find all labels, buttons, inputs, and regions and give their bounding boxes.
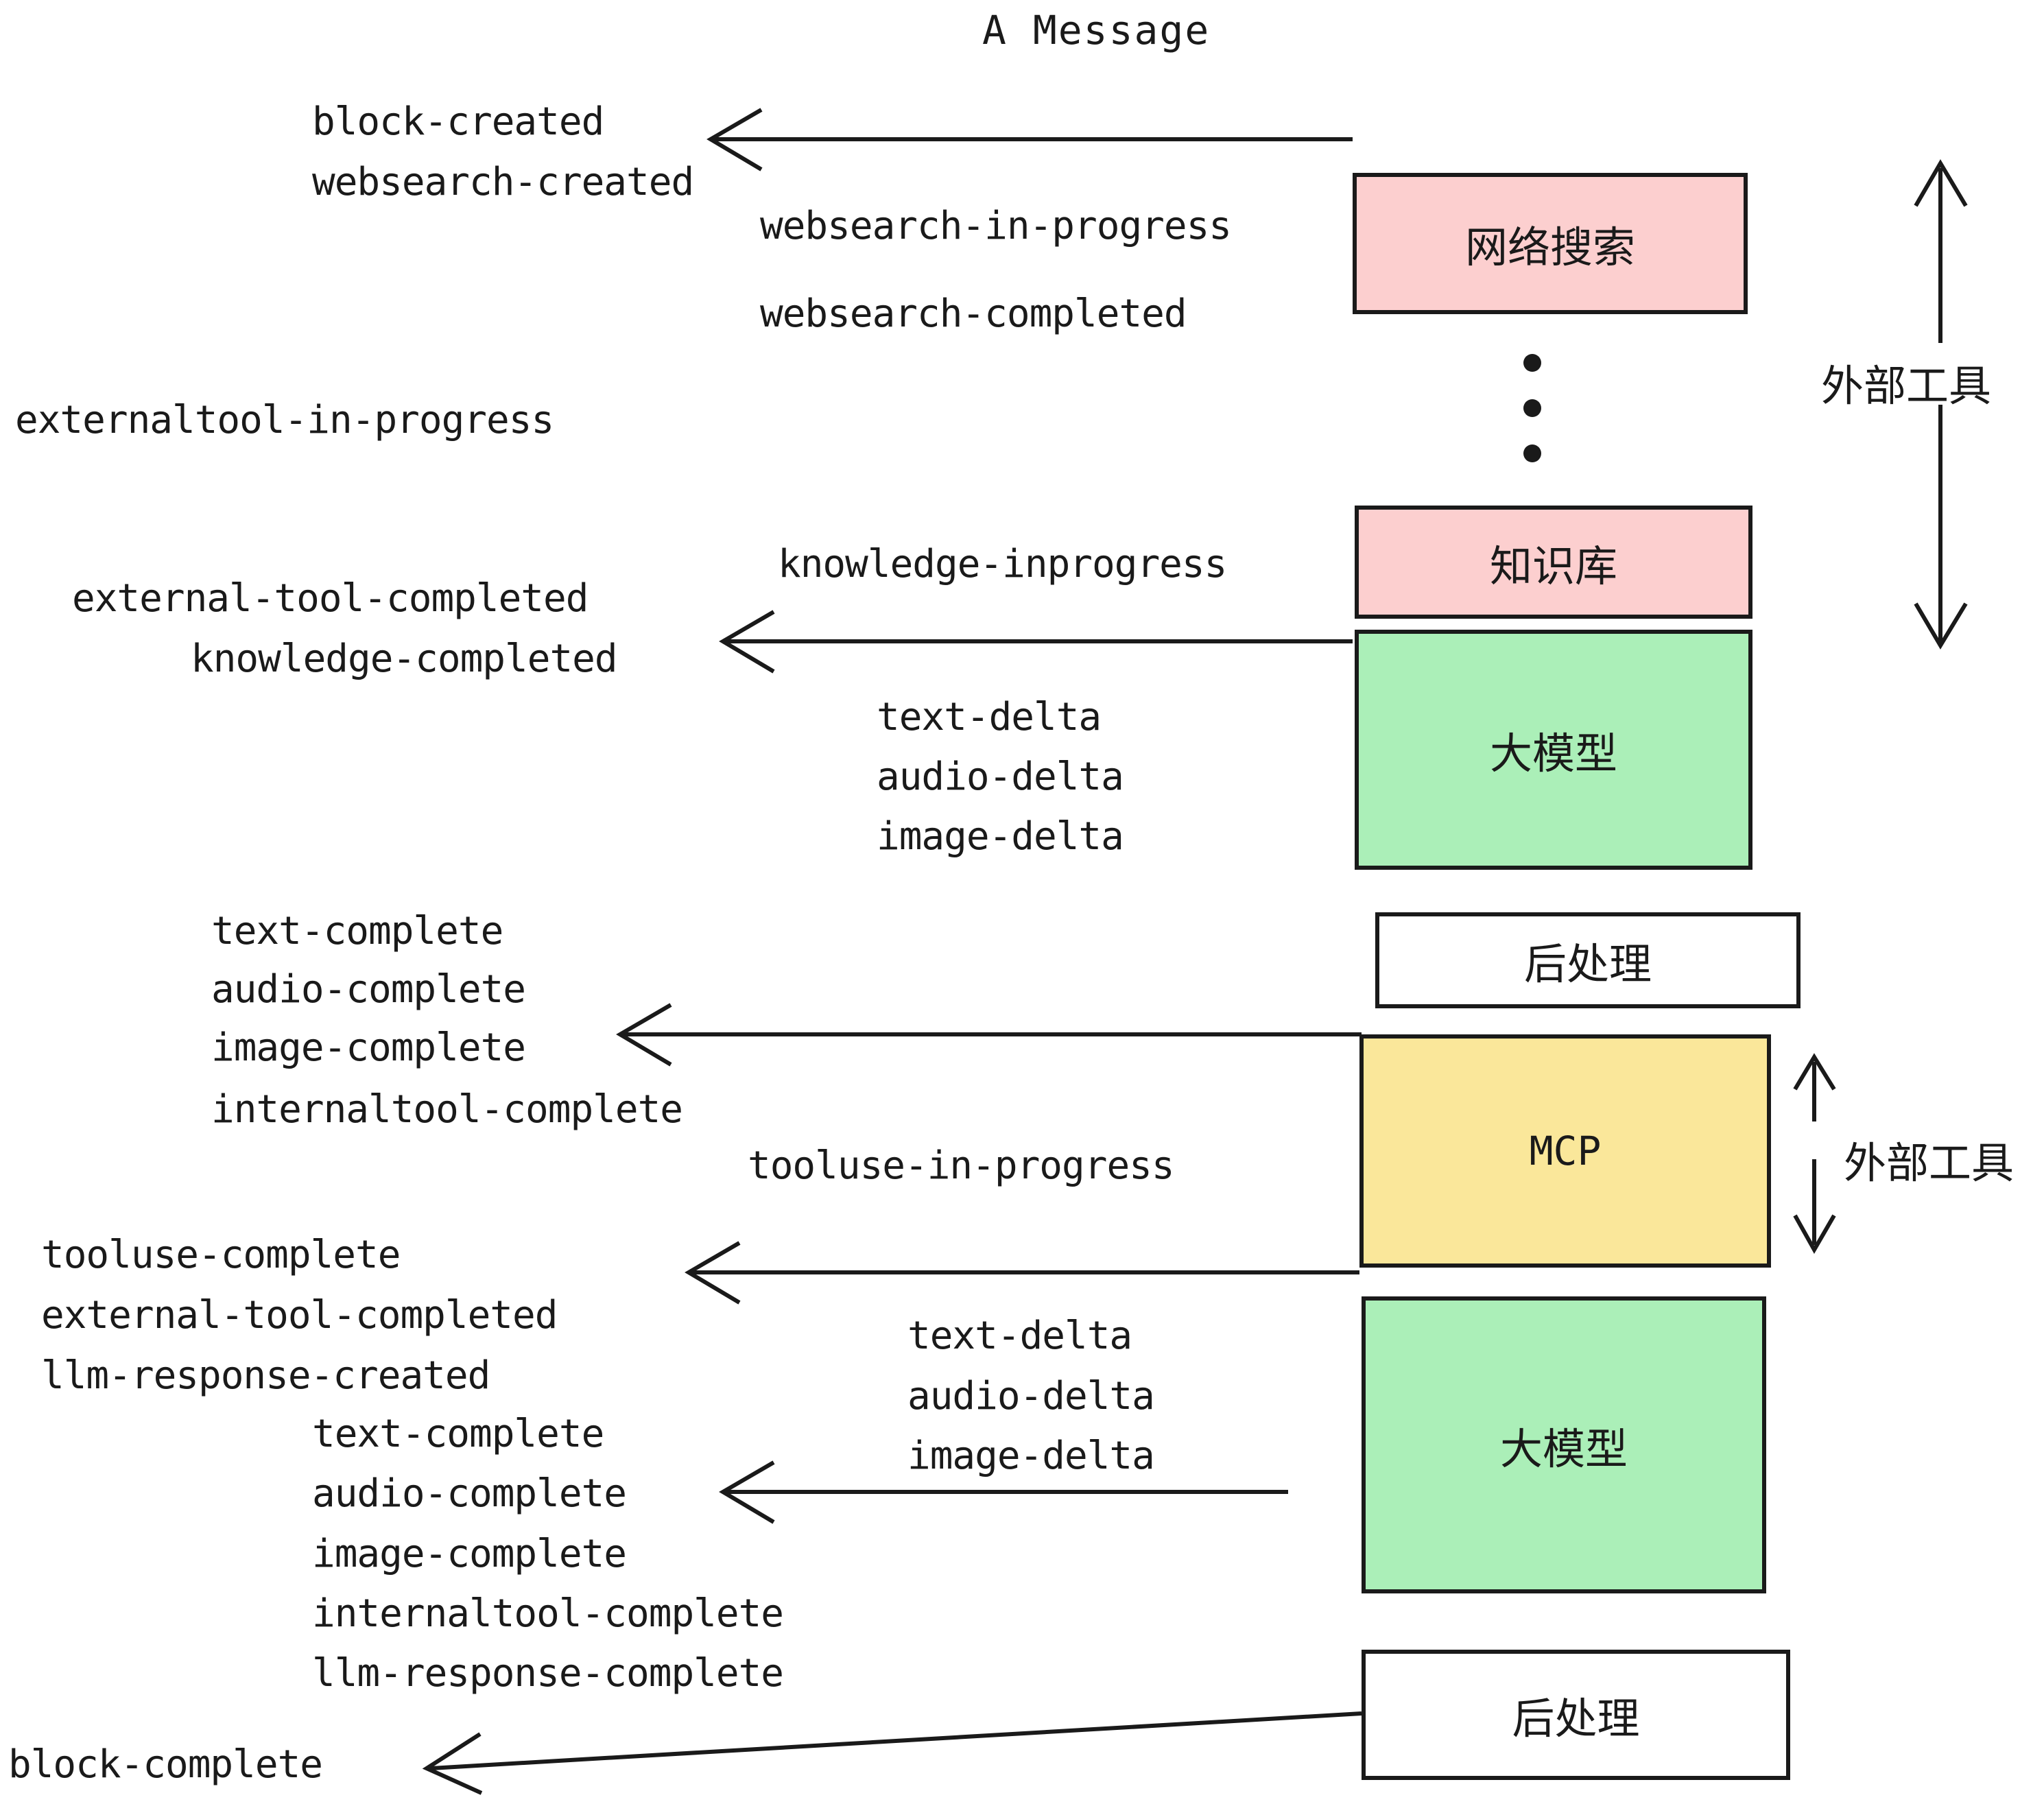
box-llm-2[interactable]: 大模型 (1362, 1296, 1766, 1593)
ellipsis-dot-3 (1523, 444, 1541, 462)
box-postprocess-2-label: 后处理 (1512, 1694, 1640, 1744)
arrow-mcp-to-tooluse-complete (685, 1241, 1359, 1305)
event-llm-response-complete: llm-response-complete (312, 1651, 784, 1696)
event-tooluse-in-progress: tooluse-in-progress (748, 1143, 1175, 1188)
event-websearch-completed: websearch-completed (760, 292, 1187, 336)
box-knowledge-label: 知识库 (1489, 541, 1617, 591)
event-externaltool-in-progress: externaltool-in-progress (15, 398, 554, 442)
box-mcp-label: MCP (1529, 1128, 1602, 1174)
event-websearch-created: websearch-created (312, 160, 694, 204)
event-external-tool-completed-2: external-tool-completed (41, 1293, 558, 1338)
box-llm-1-label: 大模型 (1489, 728, 1617, 779)
event-llm-response-created: llm-response-created (41, 1353, 490, 1398)
event-tooluse-complete: tooluse-complete (41, 1233, 401, 1277)
event-knowledge-completed: knowledge-completed (191, 637, 618, 681)
event-audio-complete-1: audio-complete (211, 967, 526, 1012)
diagram-title: A Message (982, 7, 1211, 54)
event-image-complete-1: image-complete (211, 1025, 526, 1070)
box-postprocess-1[interactable]: 后处理 (1375, 912, 1801, 1008)
event-block-complete: block-complete (8, 1742, 323, 1787)
event-knowledge-inprogress: knowledge-inprogress (778, 542, 1227, 586)
arrow-knowledge-to-completed (719, 610, 1353, 674)
box-postprocess-2[interactable]: 后处理 (1362, 1650, 1790, 1780)
event-text-delta-2: text-delta (907, 1314, 1132, 1358)
event-websearch-in-progress: websearch-in-progress (760, 204, 1232, 248)
box-llm-1[interactable]: 大模型 (1355, 630, 1752, 870)
ellipsis-dot-2 (1523, 399, 1541, 417)
event-external-tool-completed-1: external-tool-completed (72, 576, 589, 621)
arrow-external-tools-bottom (1793, 1053, 1836, 1255)
event-audio-delta-2: audio-delta (907, 1374, 1155, 1419)
event-audio-complete-2: audio-complete (312, 1471, 627, 1516)
box-postprocess-1-label: 后处理 (1523, 939, 1652, 989)
event-text-delta-1: text-delta (877, 695, 1102, 739)
box-llm-2-label: 大模型 (1499, 1423, 1628, 1474)
box-websearch[interactable]: 网络搜索 (1353, 173, 1748, 314)
box-knowledge[interactable]: 知识库 (1355, 506, 1752, 619)
event-audio-delta-1: audio-delta (877, 755, 1124, 799)
event-image-delta-2: image-delta (907, 1434, 1155, 1478)
arrow-postproc2-to-block-complete (422, 1711, 1362, 1795)
event-image-complete-2: image-complete (312, 1532, 627, 1576)
event-image-delta-1: image-delta (877, 814, 1124, 859)
box-websearch-label: 网络搜索 (1464, 222, 1635, 272)
label-external-tools-bottom: 外部工具 (1844, 1138, 2015, 1188)
event-text-complete-1: text-complete (211, 909, 503, 953)
box-mcp[interactable]: MCP (1359, 1034, 1771, 1268)
event-block-created: block-created (312, 99, 604, 144)
arrow-postproc-to-image-complete (616, 1003, 1362, 1067)
arrow-websearch-to-block-created (706, 108, 1353, 171)
event-internaltool-complete-2: internaltool-complete (312, 1591, 784, 1636)
ellipsis-dot-1 (1523, 354, 1541, 372)
event-internaltool-complete-1: internaltool-complete (211, 1087, 683, 1132)
label-external-tools-top: 外部工具 (1821, 361, 1992, 411)
event-text-complete-2: text-complete (312, 1412, 604, 1456)
